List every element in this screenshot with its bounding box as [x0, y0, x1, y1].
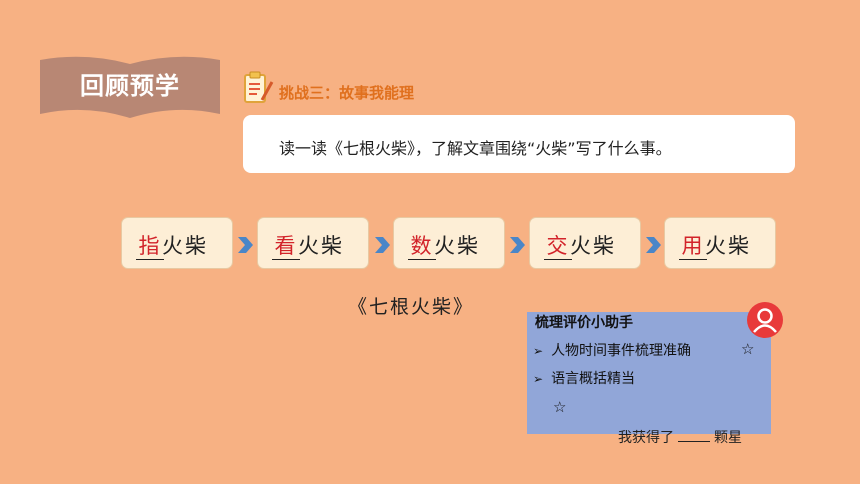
chevron-right-icon [238, 237, 253, 253]
arrow-bullet-icon: ➢ [533, 372, 544, 386]
chevron-right-icon [510, 237, 525, 253]
fill-blank-line [136, 259, 164, 260]
evaluation-item-text: 语言概括精当 [551, 371, 636, 387]
book-title: 《七根火柴》 [348, 296, 475, 318]
evaluation-item-text: 人物时间事件梳理准确 [551, 343, 692, 359]
instruction-text: 读一读《七根火柴》，了解文章围绕“火柴”写了什么事。 [279, 139, 672, 158]
evaluation-title: 梳理评价小助手 [535, 315, 633, 331]
step-word: 火柴 [570, 234, 616, 258]
result-prefix: 我获得了 [618, 430, 674, 446]
fill-blank-line [679, 259, 707, 260]
step-fill-word: 指 [138, 234, 160, 258]
star-result: 我获得了 颗星 [618, 427, 742, 447]
chevron-right-icon [646, 237, 661, 253]
step-word: 火柴 [705, 234, 751, 258]
step-fill-word: 交 [546, 234, 568, 258]
step-word: 火柴 [434, 234, 480, 258]
clipboard-icon [242, 70, 274, 104]
chevron-right-icon [375, 237, 390, 253]
section-banner: 回顾预学 [40, 56, 220, 118]
instruction-card: 读一读《七根火柴》，了解文章围绕“火柴”写了什么事。 [243, 115, 795, 173]
star-icon[interactable]: ☆ [741, 340, 755, 358]
step-word: 火柴 [298, 234, 344, 258]
fill-blank-line [544, 259, 572, 260]
user-avatar-icon [747, 302, 783, 338]
challenge-title: 挑战三：故事我能理 [279, 84, 415, 102]
step-fill-word: 用 [681, 234, 703, 258]
step-fill-word: 看 [274, 234, 296, 258]
evaluation-item: ➢ 语言概括精当 [533, 368, 635, 388]
step-box-2: 看 火柴 [257, 217, 369, 269]
step-word: 火柴 [162, 234, 208, 258]
arrow-bullet-icon: ➢ [533, 344, 544, 358]
step-box-4: 交 火柴 [529, 217, 641, 269]
star-count-blank[interactable] [678, 431, 710, 442]
evaluation-panel: 梳理评价小助手 ➢ 人物时间事件梳理准确 ☆ ➢ 语言概括精当 ☆ [527, 312, 771, 434]
step-box-3: 数 火柴 [393, 217, 505, 269]
step-box-1: 指 火柴 [121, 217, 233, 269]
star-icon[interactable]: ☆ [553, 398, 567, 416]
fill-blank-line [408, 259, 436, 260]
step-fill-word: 数 [410, 234, 432, 258]
banner-title: 回顾预学 [80, 72, 180, 100]
fill-blank-line [272, 259, 300, 260]
step-box-5: 用 火柴 [664, 217, 776, 269]
result-suffix: 颗星 [714, 430, 742, 446]
banner-shape [40, 56, 220, 118]
evaluation-item: ➢ 人物时间事件梳理准确 [533, 340, 691, 360]
